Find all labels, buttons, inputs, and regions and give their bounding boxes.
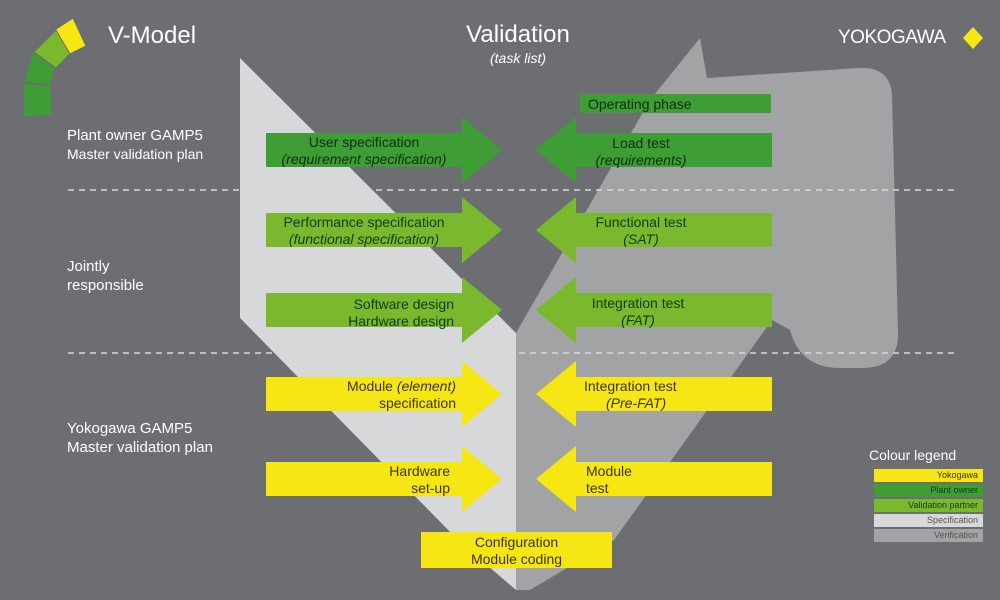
label-performance-spec-line1: Performance specification — [283, 214, 445, 230]
label-module-test-line1: Module — [586, 463, 632, 479]
legend-item-specification: Specification — [874, 514, 983, 527]
v-model-title: V-Model — [108, 22, 197, 49]
left-arrow-hardware-setup — [266, 446, 502, 512]
section-jointly-line2: responsible — [67, 277, 144, 294]
legend-label-verification: Verification — [933, 530, 978, 540]
right-arrow-integration-fat — [536, 277, 772, 343]
label-functional-test: Functional test (SAT) — [586, 214, 696, 248]
section-yokogawa-line1: Yokogawa GAMP5 — [67, 420, 193, 437]
label-load-test-line1: Load test — [612, 135, 670, 151]
label-integration-fat-line1: Integration test — [591, 295, 685, 311]
label-module-spec-line1: Module (element) — [347, 378, 456, 394]
legend-label-plant-owner: Plant owner — [930, 485, 978, 495]
legend-label-validation-partner: Validation partner — [908, 500, 978, 510]
legend-label-specification: Specification — [926, 515, 978, 525]
yokogawa-brand: YOKOGAWA — [838, 27, 946, 48]
label-operating-phase: Operating phase — [588, 96, 692, 112]
bottom-box-configuration — [421, 532, 612, 568]
section-plant-owner-line2: Master validation plan — [67, 146, 204, 162]
section-jointly: Jointly responsible — [67, 257, 144, 295]
label-load-test: Load test (requirements) — [586, 135, 696, 169]
label-user-spec-line1: User specification — [308, 134, 420, 150]
section-plant-owner-line1: Plant owner GAMP5 — [67, 127, 203, 144]
right-arrow-functional-test — [536, 197, 772, 263]
label-software-design-line1: Software design — [353, 296, 454, 312]
label-hardware-setup-line2: set-up — [411, 480, 450, 496]
legend-title: Colour legend — [869, 447, 957, 463]
legend-item-validation-partner: Validation partner — [874, 499, 983, 512]
legend-label-yokogawa: Yokogawa — [936, 470, 978, 480]
label-module-spec: Module (element) specification — [266, 378, 456, 412]
label-user-spec: User specification (requirement specific… — [266, 134, 462, 168]
legend-item-plant-owner: Plant owner — [874, 484, 983, 497]
label-hardware-setup-line1: Hardware — [389, 463, 450, 479]
label-integration-prefat: Integration test (Pre-FAT) — [584, 378, 694, 412]
label-module-test-line2: test — [586, 480, 609, 496]
left-arrow-user-spec — [266, 117, 502, 183]
left-arrow-module-spec — [266, 361, 502, 427]
validation-title: Validation — [466, 21, 570, 48]
label-module-spec-line2: specification — [378, 395, 456, 411]
yokogawa-diamond-icon — [963, 27, 983, 49]
section-yokogawa: Yokogawa GAMP5 Master validation plan — [67, 419, 213, 457]
label-module-test: Module test — [586, 463, 632, 497]
label-integration-fat: Integration test (FAT) — [580, 295, 696, 329]
section-yokogawa-line2: Master validation plan — [67, 439, 213, 456]
logo-segment-green-2 — [23, 82, 53, 118]
right-arrow-load-test — [536, 117, 772, 183]
label-integration-prefat-line2: (Pre-FAT) — [606, 395, 667, 411]
section-jointly-line1: Jointly — [67, 258, 110, 275]
label-user-spec-line2: (requirement specification) — [281, 151, 447, 167]
label-integration-fat-line2: (FAT) — [621, 312, 655, 328]
label-functional-test-line2: (SAT) — [623, 231, 659, 247]
left-arrow-performance-spec — [266, 197, 502, 263]
label-configuration-line2: Module coding — [470, 551, 563, 567]
label-load-test-line2: (requirements) — [595, 152, 687, 168]
left-arrow-software-design — [266, 277, 502, 343]
label-performance-spec-line2: (functional specification) — [288, 231, 440, 247]
label-configuration: Configuration Module coding — [421, 534, 612, 568]
section-plant-owner: Plant owner GAMP5 Master validation plan — [67, 126, 203, 164]
logo-segment-green-1 — [23, 51, 56, 86]
right-arrow-integration-prefat — [536, 361, 772, 427]
label-hardware-setup: Hardware set-up — [266, 463, 450, 497]
label-performance-spec: Performance specification (functional sp… — [266, 214, 462, 248]
legend-item-yokogawa: Yokogawa — [874, 469, 983, 482]
v-model-logo — [23, 17, 87, 118]
label-integration-prefat-line1: Integration test — [584, 378, 677, 394]
label-configuration-line1: Configuration — [474, 534, 559, 550]
label-software-design-line2: Hardware design — [348, 313, 454, 329]
validation-subtitle: (task list) — [490, 50, 546, 66]
bar-operating-phase — [580, 94, 771, 113]
label-functional-test-line1: Functional test — [595, 214, 687, 230]
logo-segment-lightgreen — [33, 29, 71, 69]
label-software-design: Software design Hardware design — [266, 296, 454, 330]
legend-item-verification: Verification — [874, 529, 983, 542]
right-arrow-module-test — [536, 446, 772, 512]
